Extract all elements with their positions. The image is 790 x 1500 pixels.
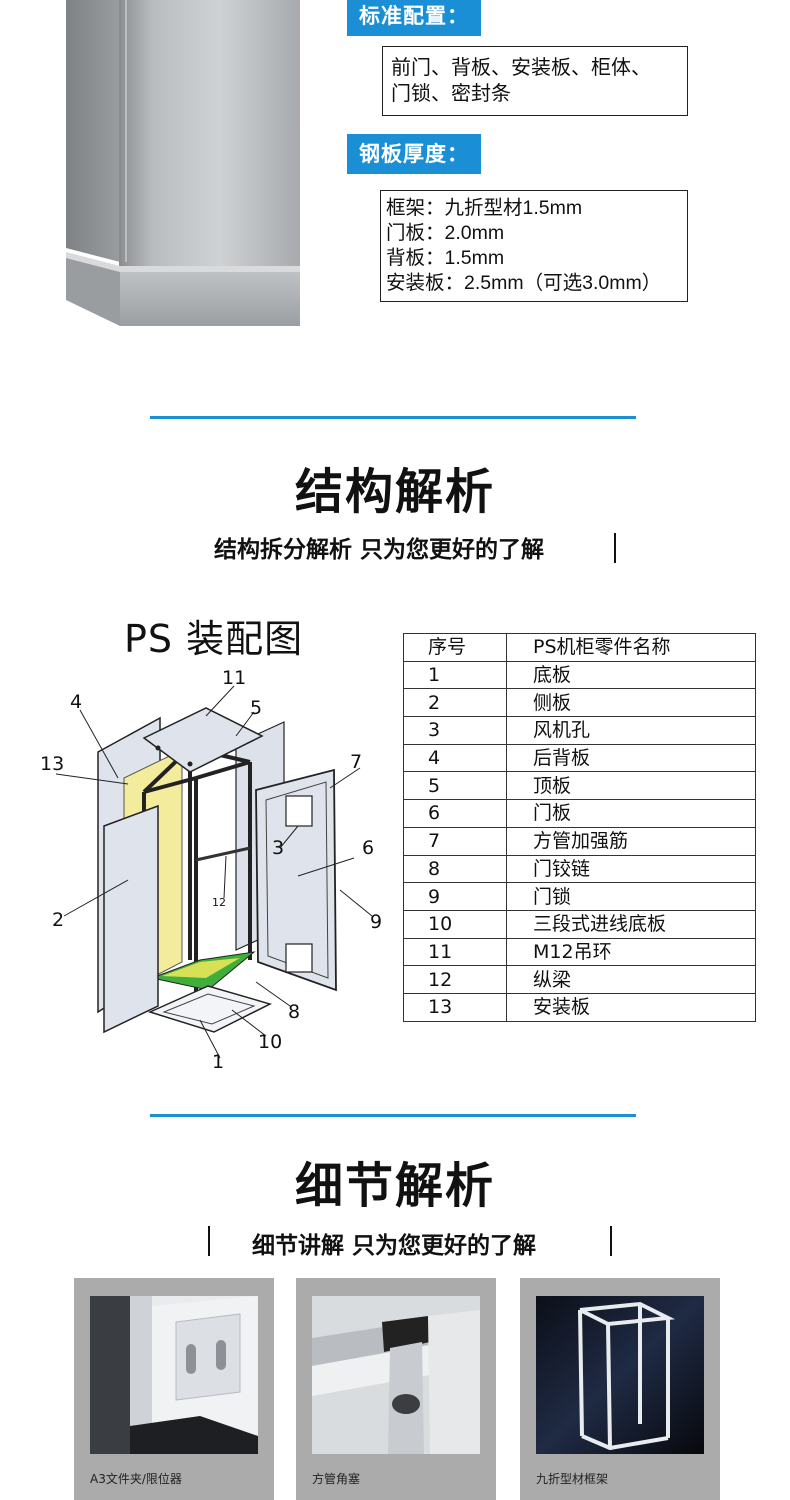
detail-caption: A3文件夹/限位器 bbox=[90, 1472, 182, 1486]
assembly-diagram: 1 2 3 4 5 6 7 8 9 10 11 12 13 bbox=[40, 660, 400, 1080]
part-no: 12 bbox=[403, 965, 507, 994]
thickness-tag: 钢板厚度： bbox=[347, 134, 481, 174]
part-name: 门板 bbox=[506, 799, 756, 828]
subtitle-bar bbox=[208, 1226, 210, 1256]
part-no: 4 bbox=[403, 743, 507, 773]
folder-photo bbox=[90, 1296, 258, 1454]
thickness-line: 背板：1.5mm bbox=[386, 247, 505, 269]
subtitle-bar bbox=[610, 1226, 612, 1256]
detail-card-frame: 九折型材框架 bbox=[520, 1278, 720, 1500]
part-no: 7 bbox=[403, 826, 507, 856]
part-no: 3 bbox=[403, 716, 507, 745]
table-header-row: 序号 PS机柜零件名称 bbox=[403, 633, 756, 662]
callout-12: 12 bbox=[212, 896, 226, 909]
part-no: 9 bbox=[403, 882, 507, 911]
callout-4: 4 bbox=[70, 691, 82, 713]
details-subtitle: 细节讲解 只为您更好的了解 bbox=[252, 1233, 537, 1259]
callout-labels: 1 2 3 4 5 6 7 8 9 10 11 12 13 bbox=[40, 667, 382, 1073]
detail-caption: 方管角塞 bbox=[312, 1472, 361, 1486]
detail-card-corner: 方管角塞 bbox=[296, 1278, 496, 1500]
thickness-line: 门板：2.0mm bbox=[386, 222, 505, 244]
table-header-name: PS机柜零件名称 bbox=[506, 633, 756, 662]
section-divider bbox=[150, 416, 636, 419]
side-panel-left-shape bbox=[103, 804, 159, 1034]
detail-caption: 九折型材框架 bbox=[536, 1472, 609, 1486]
part-no: 10 bbox=[403, 909, 507, 939]
part-no: 2 bbox=[403, 688, 507, 718]
callout-9: 9 bbox=[370, 911, 382, 933]
section-divider bbox=[150, 1114, 636, 1117]
thickness-box: 框架：九折型材1.5mm 门板：2.0mm 背板：1.5mm 安装板：2.5mm… bbox=[380, 190, 688, 302]
part-name: 方管加强筋 bbox=[506, 826, 756, 856]
thickness-line: 框架：九折型材1.5mm bbox=[386, 197, 583, 219]
table-header-no: 序号 bbox=[403, 633, 507, 662]
part-name: 门铰链 bbox=[506, 854, 756, 884]
part-no: 5 bbox=[403, 771, 507, 801]
callout-5: 5 bbox=[250, 697, 262, 719]
part-name: 侧板 bbox=[506, 688, 756, 718]
part-name: 三段式进线底板 bbox=[506, 909, 756, 939]
part-name: 风机孔 bbox=[506, 716, 756, 745]
detail-card-folder: A3文件夹/限位器 bbox=[74, 1278, 274, 1500]
frame-photo bbox=[536, 1296, 704, 1454]
part-name: M12吊环 bbox=[506, 937, 756, 967]
callout-3: 3 bbox=[272, 837, 284, 859]
callout-11: 11 bbox=[222, 667, 246, 689]
structure-subtitle: 结构拆分解析 只为您更好的了解 bbox=[214, 537, 545, 563]
part-no: 11 bbox=[403, 937, 507, 967]
callout-6: 6 bbox=[362, 837, 374, 859]
gland-plate-shape bbox=[147, 985, 273, 1033]
thickness-line: 安装板：2.5mm（可选3.0mm） bbox=[386, 272, 662, 294]
door-panel-shape bbox=[255, 768, 337, 992]
part-name: 纵梁 bbox=[506, 965, 756, 994]
part-no: 8 bbox=[403, 854, 507, 884]
callout-10: 10 bbox=[258, 1031, 282, 1053]
part-name: 安装板 bbox=[506, 992, 756, 1022]
top-panel-shape bbox=[142, 707, 264, 773]
standard-config-box: 前门、背板、安装板、柜体、 门锁、密封条 bbox=[382, 46, 688, 116]
diagram-title: PS 装配图 bbox=[124, 617, 304, 661]
callout-7: 7 bbox=[350, 751, 362, 773]
part-name: 顶板 bbox=[506, 771, 756, 801]
details-title: 细节解析 bbox=[294, 1158, 495, 1214]
part-name: 底板 bbox=[506, 660, 756, 690]
standard-config-line: 门锁、密封条 bbox=[391, 83, 511, 105]
part-no: 13 bbox=[403, 992, 507, 1022]
cabinet-photo bbox=[62, 0, 302, 330]
structure-title: 结构解析 bbox=[294, 464, 495, 520]
part-no: 1 bbox=[403, 660, 507, 690]
callout-13: 13 bbox=[40, 753, 64, 775]
subtitle-bar bbox=[614, 533, 616, 563]
callout-1: 1 bbox=[212, 1051, 224, 1073]
callout-8: 8 bbox=[288, 1001, 300, 1023]
callout-2: 2 bbox=[52, 909, 64, 931]
corner-photo bbox=[312, 1296, 480, 1454]
standard-config-tag: 标准配置： bbox=[347, 0, 481, 36]
standard-config-line: 前门、背板、安装板、柜体、 bbox=[391, 57, 651, 79]
part-no: 6 bbox=[403, 799, 507, 828]
callout-leaders bbox=[55, 685, 373, 1059]
part-name: 门锁 bbox=[506, 882, 756, 911]
part-name: 后背板 bbox=[506, 743, 756, 773]
